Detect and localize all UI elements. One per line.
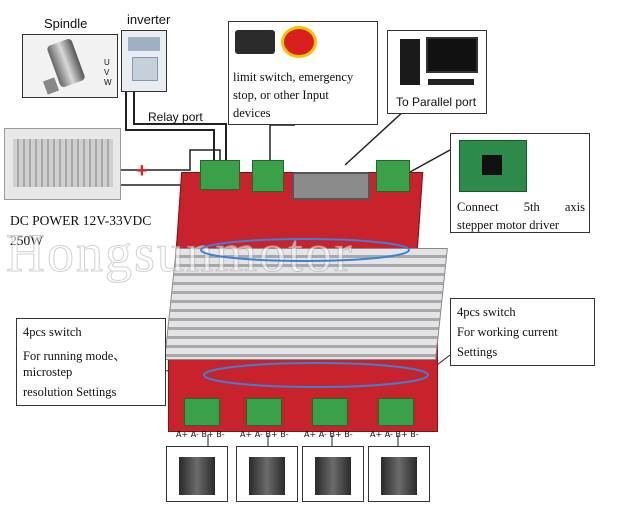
pin-a-plus-3: A+ bbox=[304, 430, 317, 439]
stepper-motor-3 bbox=[302, 446, 364, 502]
inverter-label: inverter bbox=[127, 12, 171, 27]
pin-b-minus-1: B- bbox=[216, 430, 225, 439]
driver-chip bbox=[482, 155, 502, 175]
pin-b-plus-3: B+ bbox=[329, 430, 342, 439]
switch-left-text-2: For running mode、 bbox=[23, 349, 126, 363]
relay-port-label: Relay port bbox=[148, 110, 203, 124]
limit-text-2: stop, or other Input bbox=[233, 88, 329, 102]
pin-a-minus-1: A- bbox=[190, 430, 199, 439]
emergency-stop-image bbox=[281, 26, 317, 58]
working-current-switch-box: 4pcs switch For working current Settings bbox=[450, 298, 595, 366]
switch-right-text-2: For working current bbox=[457, 325, 558, 339]
stepper-motor-1 bbox=[166, 446, 228, 502]
inverter-image bbox=[121, 30, 167, 92]
pin-b-minus-3: B- bbox=[344, 430, 353, 439]
inverter-keypad bbox=[132, 57, 158, 81]
watermark: Hongsunmotor bbox=[6, 223, 354, 284]
spindle-image bbox=[22, 34, 118, 98]
pin-b-plus-2: B+ bbox=[265, 430, 278, 439]
connect-text-2: stepper motor driver bbox=[457, 218, 560, 232]
power-supply-image bbox=[4, 128, 121, 200]
fifth-axis-driver-image bbox=[459, 140, 527, 192]
pin-labels-2: A+ A- B+ B- bbox=[240, 430, 289, 439]
limit-switch-image bbox=[235, 30, 275, 54]
pin-a-plus-1: A+ bbox=[176, 430, 189, 439]
motor-terminal-4 bbox=[378, 398, 414, 426]
limit-text-3: devices bbox=[233, 106, 271, 120]
motor-terminal-2 bbox=[246, 398, 282, 426]
plus-label: + bbox=[136, 160, 148, 182]
stepper-motor-4 bbox=[368, 446, 430, 502]
pin-a-minus-2: A- bbox=[254, 430, 263, 439]
motor-body-3 bbox=[315, 457, 351, 495]
db25-connector bbox=[292, 172, 370, 200]
pin-a-minus-3: A- bbox=[318, 430, 327, 439]
input-terminal bbox=[252, 160, 284, 192]
parallel-port-box: To Parallel port bbox=[387, 30, 487, 114]
motor-body-4 bbox=[381, 457, 417, 495]
connect-text-1: Connect 5th axis bbox=[457, 200, 587, 215]
spindle-label: Spindle bbox=[44, 16, 88, 31]
pin-b-minus-2: B- bbox=[280, 430, 289, 439]
psu-vents bbox=[13, 139, 113, 187]
switch-left-text-1: 4pcs switch bbox=[23, 325, 82, 339]
pin-b-plus-4: B+ bbox=[395, 430, 408, 439]
fifth-axis-terminal bbox=[376, 160, 410, 192]
motor-body-2 bbox=[249, 457, 285, 495]
switch-right-text-1: 4pcs switch bbox=[457, 305, 516, 319]
uvw-label-u: U bbox=[104, 58, 110, 67]
pin-a-plus-2: A+ bbox=[240, 430, 253, 439]
inverter-panel bbox=[128, 37, 160, 51]
fifth-axis-box: Connect 5th axis stepper motor driver bbox=[450, 133, 590, 233]
limit-text-1: limit switch, emergency bbox=[233, 70, 354, 84]
pin-labels-4: A+ A- B+ B- bbox=[370, 430, 419, 439]
dc-power-text-2: 250W bbox=[10, 233, 43, 248]
pin-a-plus-4: A+ bbox=[370, 430, 383, 439]
power-terminal bbox=[200, 160, 240, 190]
pc-keyboard bbox=[428, 79, 474, 85]
motor-body-1 bbox=[179, 457, 215, 495]
running-mode-switch-box: 4pcs switch For running mode、 microstep … bbox=[16, 318, 166, 406]
dc-power-text-1: DC POWER 12V-33VDC bbox=[10, 213, 152, 228]
uvw-label-w: W bbox=[104, 78, 112, 87]
uvw-label-v: V bbox=[104, 68, 110, 77]
motor-terminal-3 bbox=[312, 398, 348, 426]
pin-a-minus-4: A- bbox=[384, 430, 393, 439]
pc-tower bbox=[400, 39, 420, 85]
motor-terminal-1 bbox=[184, 398, 220, 426]
stepper-motor-2 bbox=[236, 446, 298, 502]
switch-left-text-4: resolution Settings bbox=[23, 385, 117, 399]
limit-switch-box: limit switch, emergency stop, or other I… bbox=[228, 21, 378, 125]
switch-right-text-3: Settings bbox=[457, 345, 498, 359]
parallel-port-label: To Parallel port bbox=[396, 95, 477, 109]
connect-text-1-content: Connect 5th axis bbox=[457, 200, 586, 214]
switch-left-text-3: microstep bbox=[23, 365, 73, 379]
pin-b-minus-4: B- bbox=[410, 430, 419, 439]
pin-labels-1: A+ A- B+ B- bbox=[176, 430, 225, 439]
pin-labels-3: A+ A- B+ B- bbox=[304, 430, 353, 439]
pc-monitor bbox=[426, 37, 478, 73]
pin-b-plus-1: B+ bbox=[201, 430, 214, 439]
